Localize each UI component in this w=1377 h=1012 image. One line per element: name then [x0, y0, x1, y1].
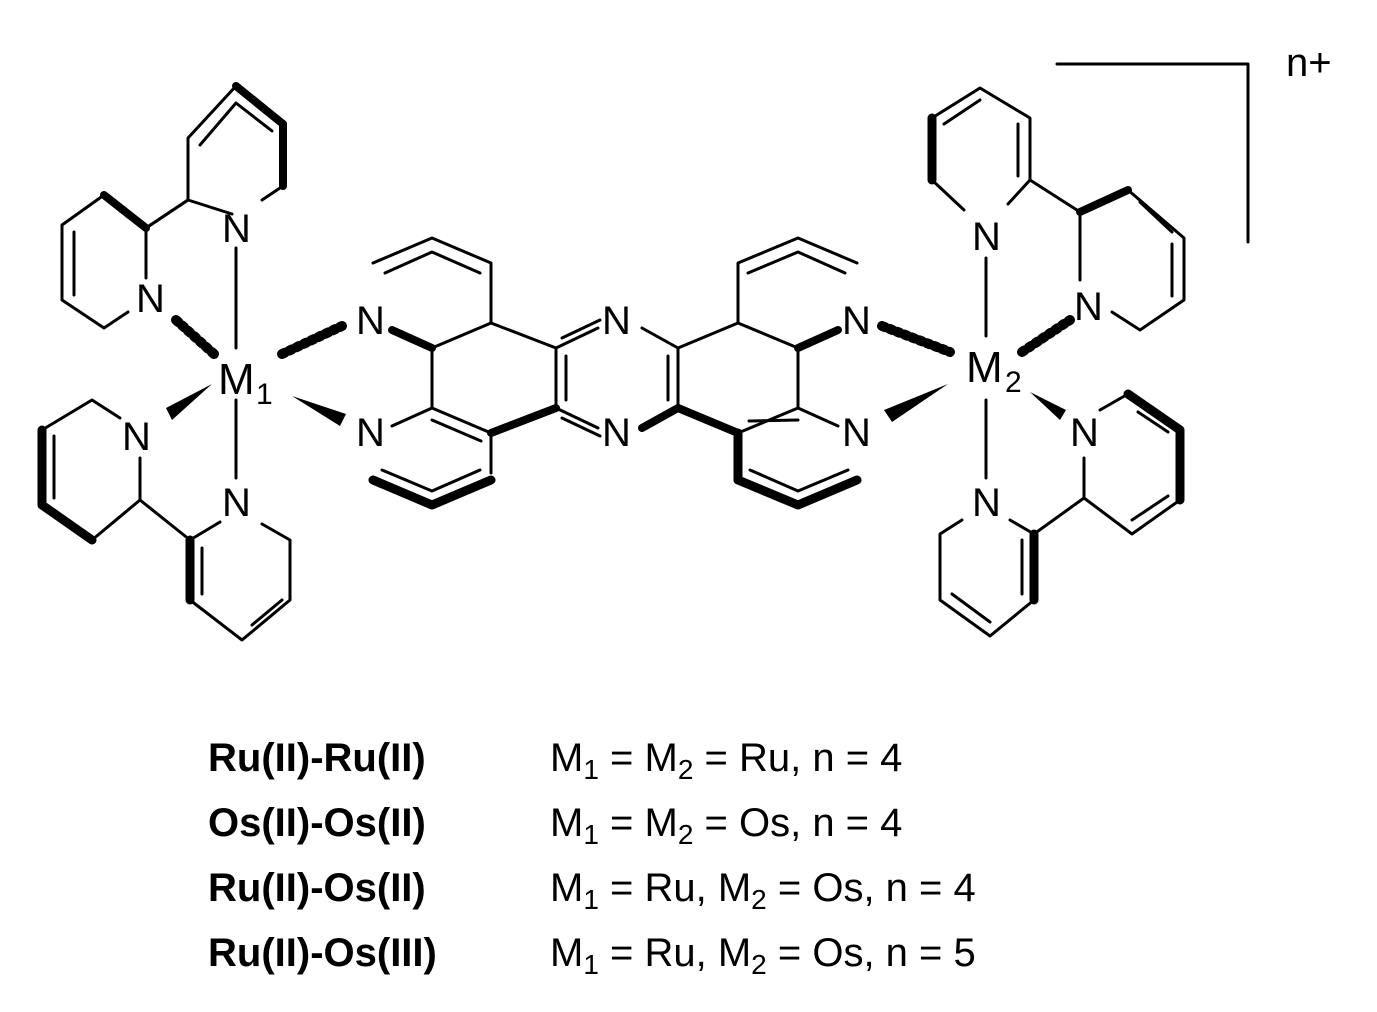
atom-n: N: [356, 299, 385, 343]
legend-row: Ru(II)-Os(II) M1 = Ru, M2 = Os, n = 4: [208, 856, 976, 921]
bpy-ligands-metal1: [37, 82, 292, 642]
atom-n: N: [1074, 285, 1103, 329]
dinuclear-complex-structure: N N N N N N N N N N N N N N M 1 M 2 n+: [37, 41, 1332, 642]
compound-name: Ru(II)-Ru(II): [208, 736, 426, 780]
compound-definition: M1 = M2 = Ru, n = 4: [550, 736, 903, 785]
compound-legend: Ru(II)-Ru(II) M1 = M2 = Ru, n = 4 Os(II)…: [208, 726, 976, 986]
charge-bracket: [1055, 62, 1250, 244]
compound-definition: M1 = M2 = Os, n = 4: [550, 801, 903, 850]
atom-n: N: [122, 415, 151, 459]
compound-definition: M1 = Ru, M2 = Os, n = 5: [550, 931, 976, 980]
legend-row: Ru(II)-Ru(II) M1 = M2 = Ru, n = 4: [208, 726, 976, 791]
compound-name: Os(II)-Os(II): [208, 801, 426, 845]
compound-definition: M1 = Ru, M2 = Os, n = 4: [550, 866, 976, 915]
bridging-ligand: [368, 236, 862, 510]
charge-label: n+: [1286, 41, 1332, 85]
atom-n: N: [972, 215, 1001, 259]
atom-n: N: [842, 411, 871, 455]
coordination-bonds: [171, 246, 1075, 480]
atom-n: N: [602, 299, 631, 343]
atom-n: N: [136, 277, 165, 321]
atom-n: N: [356, 411, 385, 455]
compound-name: Ru(II)-Os(III): [208, 931, 437, 975]
wedge-bonds: [166, 384, 1066, 426]
metal1-subscript: 1: [256, 378, 273, 411]
metal2-label: M: [966, 343, 1003, 392]
atom-n: N: [222, 207, 251, 251]
atom-n: N: [602, 411, 631, 455]
compound-name: Ru(II)-Os(II): [208, 866, 426, 910]
atom-n: N: [842, 299, 871, 343]
atom-n: N: [1070, 411, 1099, 455]
bpy-ligands-metal2: [927, 86, 1186, 638]
metal1-label: M: [218, 355, 255, 404]
legend-row: Ru(II)-Os(III) M1 = Ru, M2 = Os, n = 5: [208, 921, 976, 986]
atom-n: N: [972, 481, 1001, 525]
metal2-subscript: 2: [1005, 366, 1022, 399]
atom-labels: N N N N N N N N N N N N N N M 1 M 2 n+: [122, 41, 1332, 525]
legend-row: Os(II)-Os(II) M1 = M2 = Os, n = 4: [208, 791, 976, 856]
atom-n: N: [222, 481, 251, 525]
